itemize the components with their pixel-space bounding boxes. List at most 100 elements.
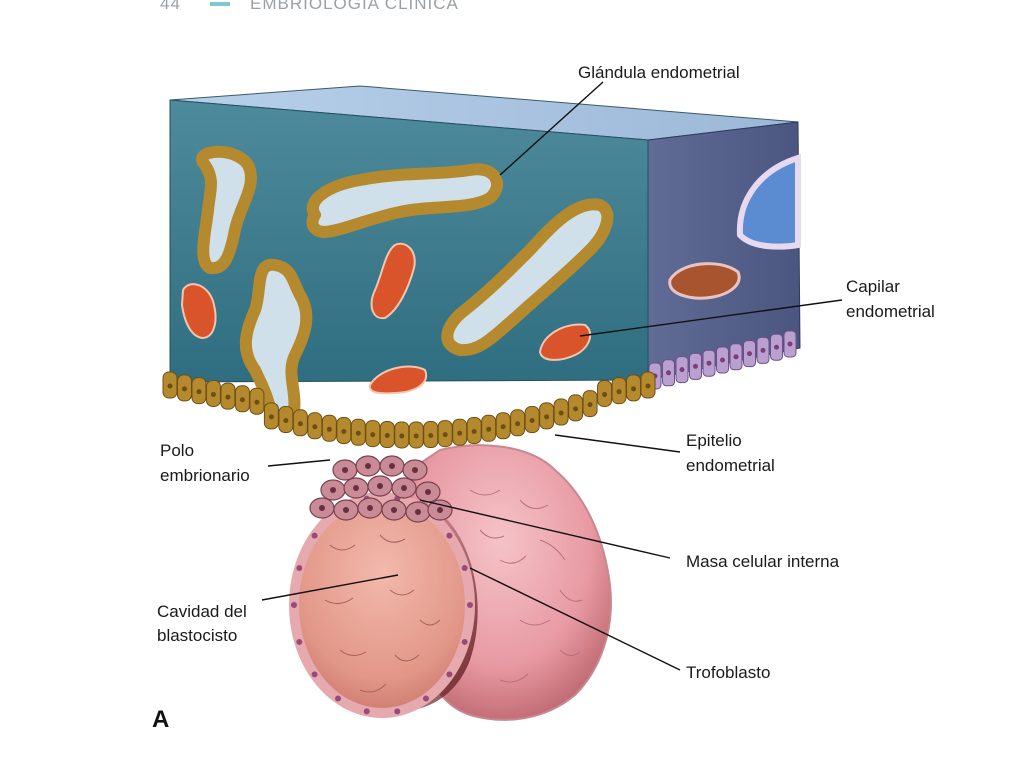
- epithelium-nucleus: [239, 397, 245, 403]
- trophoblast-nucleus: [311, 532, 318, 539]
- inner-cell-nucleus: [412, 467, 418, 473]
- epithelium-nucleus: [181, 386, 187, 392]
- gland-2: [306, 163, 503, 238]
- epithelium-nucleus: [210, 391, 216, 397]
- trophoblast-line: [539, 539, 566, 561]
- epithelium-nucleus: [558, 410, 564, 416]
- page-header: EMBRIOLOGÍA CLÍNICA: [250, 0, 459, 13]
- epithelium-nucleus: [457, 430, 463, 436]
- capillary-4: [538, 323, 592, 361]
- side-epithelium-nucleus: [733, 354, 739, 360]
- cavity-line: [324, 597, 354, 604]
- label-masa: Masa celular interna: [686, 552, 840, 571]
- epithelium-nucleus: [500, 424, 506, 430]
- leader-trofoblasto: [469, 567, 681, 671]
- epithelium-nucleus: [370, 432, 376, 438]
- trophoblast-line: [559, 589, 583, 602]
- page-header-number: 44: [160, 0, 181, 13]
- leader-epitelio: [554, 434, 681, 453]
- trophoblast-nucleus: [423, 695, 429, 702]
- inner-cell-nucleus: [437, 507, 443, 513]
- cavity-line: [359, 683, 387, 693]
- side-epithelium-nucleus: [787, 341, 793, 347]
- side-epithelium-nucleus: [747, 351, 752, 357]
- trophoblast-nucleus: [461, 638, 468, 645]
- epithelium-nucleus: [631, 386, 637, 392]
- leader-cavidad: [261, 574, 399, 601]
- panel-letter: A: [152, 706, 169, 733]
- trophoblast-line: [479, 529, 505, 539]
- epithelium-nucleus: [254, 399, 260, 405]
- label-capilar-1: Capilar: [846, 277, 900, 296]
- inner-cell-nucleus: [415, 509, 421, 515]
- trophoblast-line: [519, 499, 549, 510]
- epithelium-nucleus: [413, 433, 419, 439]
- trophoblast-nucleus: [461, 565, 468, 572]
- cavity-line: [389, 589, 415, 596]
- epithelium-nucleus: [283, 418, 289, 424]
- inner-cell-mass: [309, 455, 453, 523]
- epithelium-nucleus: [341, 428, 347, 434]
- trophoblast-line: [469, 489, 501, 496]
- side-epithelium-nucleus: [706, 360, 712, 366]
- cavity-line: [339, 649, 367, 656]
- inner-cell-nucleus: [389, 463, 395, 469]
- epithelium-nucleus: [399, 433, 405, 439]
- label-cavidad-1: Cavidad del: [157, 602, 247, 621]
- epithelium-nucleus: [471, 428, 477, 434]
- epithelium-nucleus: [384, 432, 390, 438]
- inner-cell-nucleus: [365, 463, 371, 469]
- side-epithelium-nucleus: [693, 363, 698, 369]
- endometrial-glands: [196, 145, 614, 426]
- endometrial-epithelium: [162, 371, 656, 449]
- label-trofoblasto: Trofoblasto: [686, 663, 770, 682]
- gland-4: [441, 198, 614, 357]
- epithelium-nucleus: [225, 394, 231, 400]
- endometrial-capillaries: [180, 242, 592, 395]
- trophoblast-nucleus: [296, 565, 303, 572]
- epithelium-nucleus: [544, 414, 550, 420]
- cavity-line: [329, 544, 356, 551]
- label-glandula: Glándula endometrial: [578, 63, 740, 82]
- label-capilar-2: endometrial: [846, 302, 935, 321]
- inner-cell-nucleus: [319, 505, 325, 511]
- trophoblast-nucleus: [296, 638, 303, 645]
- side-epithelium-nucleus: [666, 370, 671, 376]
- inner-cell-nucleus: [391, 507, 397, 513]
- trophoblast-nucleus: [291, 602, 297, 608]
- cavity-line: [379, 534, 406, 543]
- trophoblast-line: [499, 555, 527, 564]
- side-epithelium-nucleus: [774, 344, 779, 350]
- inner-cell-nucleus: [377, 483, 383, 489]
- inner-cell-nucleus: [342, 467, 348, 473]
- leader-polo: [267, 459, 331, 467]
- side-gland: [736, 153, 801, 250]
- header-accent: [210, 2, 230, 6]
- capillary-2: [370, 242, 416, 320]
- inner-cell-nucleus: [330, 487, 336, 493]
- epithelium-nucleus: [196, 389, 202, 395]
- trophoblast-line: [499, 673, 529, 683]
- side-capillary: [668, 262, 741, 300]
- inner-cell-nucleus: [401, 485, 407, 491]
- trophoblast-nucleus: [446, 671, 453, 678]
- label-epitelio-2: endometrial: [686, 456, 775, 475]
- inner-cell-nucleus: [353, 485, 359, 491]
- gland-1: [196, 145, 257, 275]
- cavity-line: [394, 654, 420, 662]
- label-polo-1: Polo: [160, 441, 194, 460]
- epithelium-nucleus: [486, 426, 492, 432]
- epithelium-nucleus: [573, 406, 579, 412]
- trophoblast-texture: [469, 489, 583, 683]
- leader-capilar: [579, 299, 843, 337]
- trophoblast-nucleus: [335, 695, 341, 702]
- trophoblast-nucleus: [311, 671, 318, 678]
- label-epitelio-1: Epitelio: [686, 431, 742, 450]
- side-epithelium-nucleus: [679, 367, 685, 373]
- epithelium-nucleus: [616, 389, 622, 395]
- side-epithelium: [648, 330, 797, 390]
- inner-cell-nucleus: [367, 505, 373, 511]
- trophoblast-line: [519, 619, 551, 626]
- side-epithelium-nucleus: [760, 347, 766, 353]
